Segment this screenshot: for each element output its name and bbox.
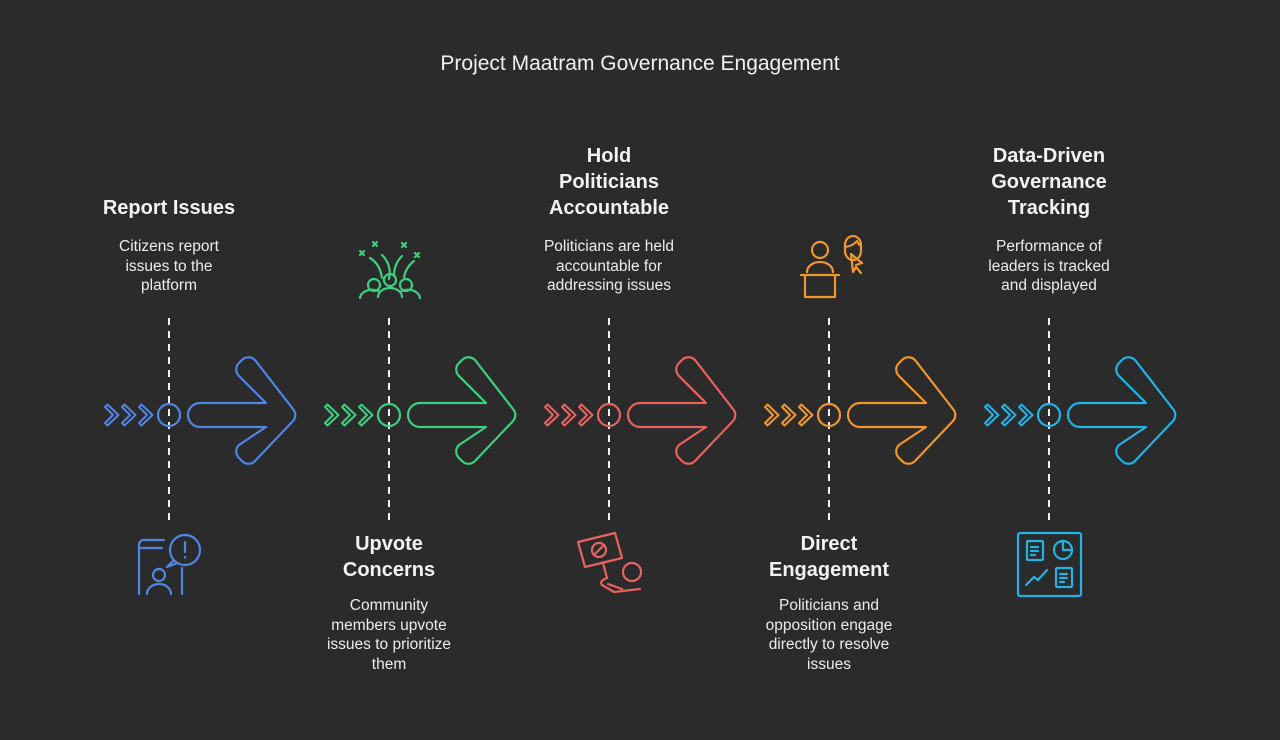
chevron-icon — [764, 403, 780, 427]
chevron-icon — [781, 403, 797, 427]
chevron-icon — [358, 403, 374, 427]
stage-desc-line: Citizens report — [119, 238, 219, 255]
stage-desc-line: directly to resolve — [768, 636, 890, 653]
arrow-icon — [186, 356, 297, 465]
stage-description: Politicians and opposition engage direct… — [739, 596, 919, 674]
phone-alert-icon — [137, 533, 202, 596]
chevron-icon — [578, 403, 594, 427]
stage-desc-line: and displayed — [1001, 277, 1097, 294]
arrow-icon — [1066, 356, 1177, 465]
stage-title: Data-Driven Governance Tracking — [959, 143, 1139, 221]
stage-desc-line: accountable for — [556, 257, 662, 275]
stage-title-line: Accountable — [548, 197, 670, 219]
stage-title-line: Direct — [800, 533, 858, 555]
dashboard-icon — [1016, 531, 1083, 598]
stage-title: Hold Politicians Accountable — [519, 143, 699, 221]
chevron-icon — [984, 403, 1000, 427]
chevron-icon — [104, 403, 120, 427]
stage-desc-line: them — [371, 655, 407, 673]
stage-title-line: Report Issues — [102, 197, 236, 219]
chevron-icon — [324, 403, 340, 427]
node-circle — [1036, 402, 1062, 428]
stage-title-line: Hold — [586, 145, 632, 167]
stage-desc-line: issues to the — [125, 257, 213, 275]
chevron-icon — [121, 403, 137, 427]
chevron-icon — [1001, 403, 1017, 427]
chevron-icon — [1018, 403, 1034, 427]
stage-desc-line: opposition engage — [765, 616, 893, 634]
stage-description: Community members upvote issues to prior… — [299, 596, 479, 674]
stage-desc-line: Performance of — [996, 238, 1102, 255]
stage-desc-line: Community — [349, 597, 429, 614]
stage-title-line: Tracking — [1007, 197, 1091, 219]
stage-description: Citizens report issues to the platform — [79, 237, 259, 296]
chevron-icon — [341, 403, 357, 427]
podium-speaker-icon — [799, 234, 864, 299]
arrow-icon — [626, 356, 737, 465]
stage-title-line: Concerns — [342, 559, 436, 581]
node-circle — [816, 402, 842, 428]
stage-desc-line: addressing issues — [546, 277, 672, 294]
stage-desc-line: issues — [807, 655, 851, 673]
stage-title: Direct Engagement — [739, 531, 919, 583]
stage-title-line: Politicians — [558, 171, 660, 193]
protest-sign-icon — [576, 531, 643, 594]
node-circle — [376, 402, 402, 428]
celebrating-people-icon — [358, 240, 422, 300]
stage-desc-line: Politicians are held — [543, 238, 675, 255]
stage-desc-line: issues to prioritize — [326, 636, 452, 653]
chevron-icon — [544, 403, 560, 427]
stage-desc-line: platform — [141, 277, 197, 294]
stage-desc-line: leaders is tracked — [988, 257, 1110, 275]
stage-desc-line: Politicians and — [779, 597, 879, 614]
arrow-icon — [406, 356, 517, 465]
stage-desc-line: members upvote — [331, 616, 447, 634]
node-circle — [596, 402, 622, 428]
stage-title-line: Data-Driven — [992, 145, 1106, 167]
stage-title: Upvote Concerns — [299, 531, 479, 583]
stage-description: Politicians are held accountable for add… — [519, 237, 699, 296]
node-circle — [156, 402, 182, 428]
stage-title-line: Governance — [991, 171, 1107, 193]
stage-title-line: Engagement — [768, 559, 890, 581]
stage-description: Performance of leaders is tracked and di… — [959, 237, 1139, 296]
stage-title-line: Upvote — [355, 533, 423, 555]
chevron-icon — [798, 403, 814, 427]
chevron-icon — [561, 403, 577, 427]
chevron-icon — [138, 403, 154, 427]
arrow-icon — [846, 356, 957, 465]
diagram-title: Project Maatram Governance Engagement — [440, 52, 840, 75]
stage-title: Report Issues — [79, 195, 259, 221]
